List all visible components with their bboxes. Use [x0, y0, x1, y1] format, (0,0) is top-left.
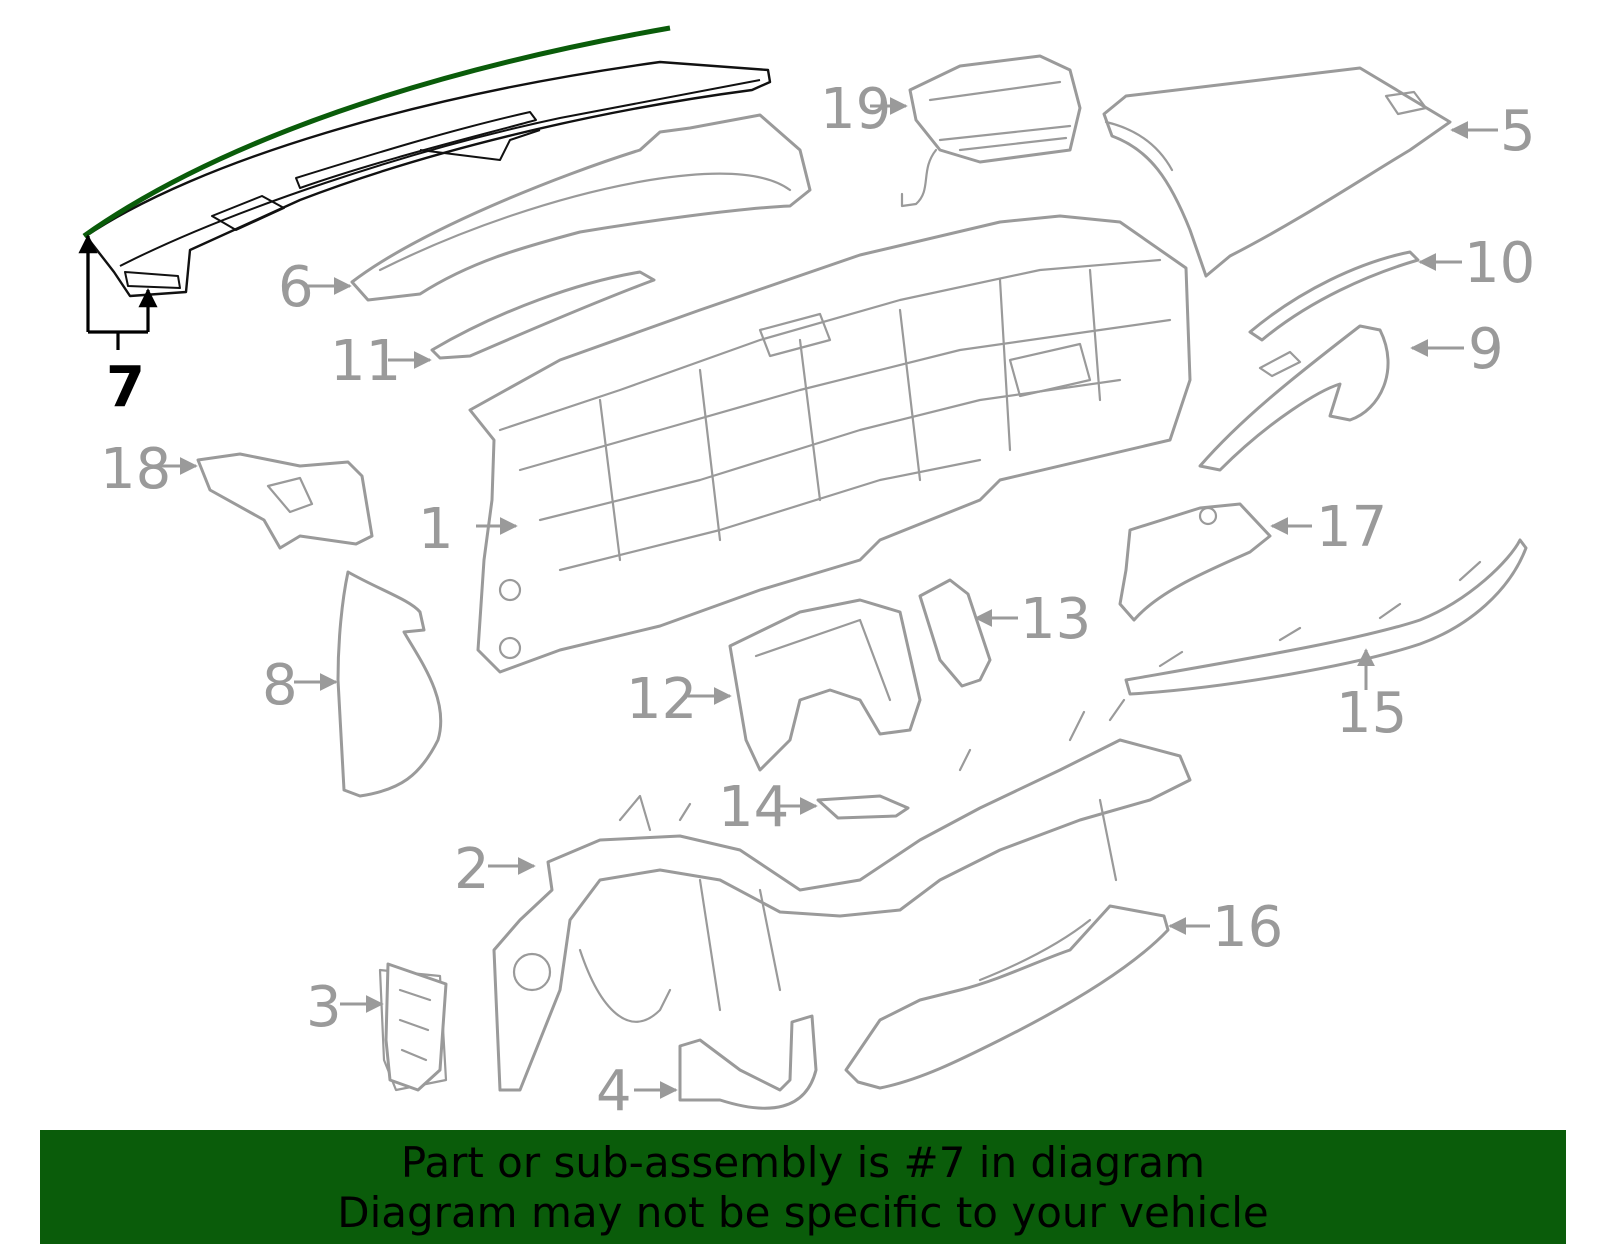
callout-2: 2	[454, 837, 490, 902]
part-5-passenger-panel[interactable]	[1102, 66, 1452, 278]
callout-19: 19	[820, 77, 891, 142]
part-11-trim-strip[interactable]	[430, 270, 656, 360]
part-17-bracket[interactable]	[1118, 502, 1272, 622]
callout-8: 8	[262, 653, 298, 718]
callout-16: 16	[1212, 895, 1283, 960]
callout-4: 4	[596, 1059, 632, 1124]
callout-17: 17	[1316, 495, 1387, 560]
callout-6: 6	[278, 255, 314, 320]
callout-11: 11	[330, 329, 401, 394]
part-2-cross-beam[interactable]	[378, 698, 1192, 1092]
part-7-leader	[78, 234, 148, 350]
callout-7: 7	[106, 355, 145, 420]
callout-12: 12	[626, 667, 697, 732]
part-9-bezel[interactable]	[1198, 324, 1390, 472]
part-16-glove-box[interactable]	[844, 904, 1170, 1090]
part-1-carrier[interactable]	[468, 214, 1192, 674]
callout-5: 5	[1500, 99, 1536, 164]
banner-line-2: Diagram may not be specific to your vehi…	[337, 1188, 1269, 1237]
callout-3: 3	[306, 975, 342, 1040]
info-banner: Part or sub-assembly is #7 in diagram Di…	[40, 1130, 1566, 1244]
part-13-knee-bolster[interactable]	[918, 578, 992, 688]
callout-1: 1	[418, 497, 454, 562]
callout-13: 13	[1020, 587, 1091, 652]
callout-14: 14	[718, 775, 789, 840]
banner-line-1: Part or sub-assembly is #7 in diagram	[400, 1138, 1206, 1187]
part-14-small-vent[interactable]	[816, 794, 910, 820]
part-15-trim-bar[interactable]	[1124, 538, 1528, 696]
part-12-cluster-bezel[interactable]	[728, 598, 922, 772]
callout-10: 10	[1464, 231, 1535, 296]
part-4-lower-bracket[interactable]	[678, 1014, 818, 1110]
part-18-vent-trim[interactable]	[196, 452, 374, 550]
callout-9: 9	[1468, 317, 1504, 382]
part-19-airbag[interactable]	[900, 54, 1082, 208]
part-6-trim[interactable]	[350, 113, 812, 302]
part-10-strip[interactable]	[1248, 250, 1420, 342]
callout-15: 15	[1336, 681, 1407, 746]
callout-18: 18	[100, 437, 171, 502]
part-3-bracket[interactable]	[384, 962, 448, 1092]
part-8-side-cover[interactable]	[336, 570, 443, 798]
part-7-seal-highlight	[82, 25, 671, 239]
